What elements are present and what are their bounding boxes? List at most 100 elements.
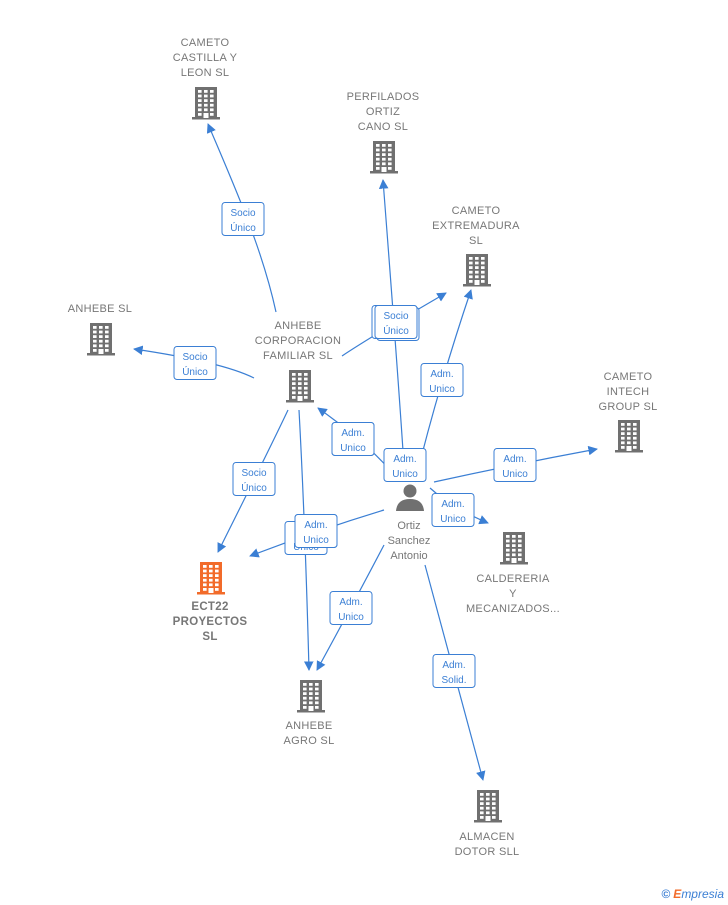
node-label: FAMILIAR SL: [263, 350, 333, 362]
badges-layer: SocioÚnicoSocioÚnicoSocioÚnicoSocioÚnico…: [173, 202, 537, 688]
relation-badge-text: Socio: [383, 311, 408, 322]
node-label: ECT22: [191, 601, 228, 613]
node-label: CALDERERIA: [476, 573, 550, 585]
node-label: CASTILLA Y: [173, 52, 238, 64]
relation-badge-text: Adm.: [430, 369, 453, 380]
relation-badge-box: [329, 591, 373, 625]
brand-name: mpresia: [681, 887, 724, 901]
node-label: GROUP SL: [598, 401, 657, 413]
relation-badge-text: Adm.: [442, 660, 465, 671]
building-icon: [463, 254, 491, 287]
relation-badge-text: Socio: [182, 352, 207, 363]
building-icon: [474, 790, 502, 823]
relation-badge-box: [221, 202, 265, 236]
relation-badge-text: Único: [230, 221, 256, 234]
relation-badge-box: [331, 422, 375, 456]
node-label: DOTOR SLL: [455, 846, 520, 858]
relation-badge-box: [431, 493, 475, 527]
node-cameto-intech[interactable]: CAMETO INTECH GROUP SL: [598, 371, 657, 453]
building-icon: [615, 420, 643, 453]
building-icon: [500, 532, 528, 565]
node-anhebe[interactable]: ANHEBE SL: [68, 303, 132, 356]
node-label: CAMETO: [181, 37, 230, 49]
relation-badge-text: Adm.: [503, 454, 526, 465]
relation-badge-box: [294, 514, 338, 548]
node-label: ANHEBE SL: [68, 303, 132, 315]
node-label: SL: [469, 235, 483, 247]
node-label: Y: [509, 588, 517, 600]
node-label: ANHEBE: [274, 320, 321, 332]
building-icon: [370, 141, 398, 174]
relation-badge-stacked-ortiz-to-anhebe_corp[interactable]: Adm. Unico: [383, 448, 427, 482]
node-label: LEON SL: [181, 67, 230, 79]
node-caldereria[interactable]: CALDERERIA Y MECANIZADOS...: [466, 532, 560, 615]
relation-badge-box: [493, 448, 537, 482]
relation-badge-text: Unico: [303, 535, 329, 546]
relation-badge-text: Único: [182, 365, 208, 378]
node-label: CORPORACION: [255, 335, 341, 347]
relation-badge-box: [420, 363, 464, 397]
relation-badge-ortiz-to-ect22-top[interactable]: Adm.Unico: [294, 514, 338, 548]
building-icon: [87, 323, 115, 356]
building-icon: [197, 562, 225, 595]
relation-badge-text: Único: [241, 481, 267, 494]
relation-badge-ortiz-to-almacen[interactable]: Adm. Solid.: [432, 654, 476, 688]
node-almacen[interactable]: ALMACEN DOTOR SLL: [455, 790, 520, 858]
relation-badge-box: [173, 346, 217, 380]
relation-badge-text: Adm.: [339, 597, 362, 608]
node-label: ANHEBE: [285, 720, 332, 732]
node-label: PROYECTOS: [173, 616, 248, 628]
relation-badge-ortiz-to-cameto_extremadura[interactable]: Adm. Unico: [420, 363, 464, 397]
building-icon: [192, 87, 220, 120]
relation-badge-box: [432, 654, 476, 688]
copyright-symbol: ©: [661, 887, 671, 901]
relation-badge-text: Adm.: [441, 499, 464, 510]
relation-badge-text: Socio: [230, 208, 255, 219]
node-anhebe-corp[interactable]: ANHEBE CORPORACION FAMILIAR SL: [255, 320, 341, 403]
relation-badge-text: Unico: [340, 443, 366, 454]
relation-badge-text: Único: [383, 324, 409, 337]
node-label: CANO SL: [358, 121, 408, 133]
node-label: EXTREMADURA: [432, 220, 520, 232]
node-label: PERFILADOS: [347, 91, 420, 103]
nodes-layer: CAMETO CASTILLA Y LEON SL PERFILADOS ORTIZ CA…: [68, 37, 657, 858]
node-cameto-castilla[interactable]: CAMETO CASTILLA Y LEON SL: [173, 37, 238, 120]
node-label: ORTIZ: [366, 106, 400, 118]
relation-badge-text: Solid.: [441, 675, 466, 686]
relation-badge-ortiz-to-anhebe_corp-top[interactable]: Adm. Unico: [331, 422, 375, 456]
node-label: SL: [202, 631, 217, 643]
relation-badge-box: [383, 448, 427, 482]
relation-badge-text: Adm.: [393, 454, 416, 465]
relation-badge-text: Adm.: [341, 428, 364, 439]
brand-initial: E: [673, 887, 682, 901]
relation-badge-ortiz-to-cameto_intech[interactable]: Adm. Unico: [493, 448, 537, 482]
relation-badge-text: Unico: [440, 514, 466, 525]
node-label: ALMACEN: [459, 831, 514, 843]
relation-badge-ortiz-to-caldereria[interactable]: Adm. Unico: [431, 493, 475, 527]
relation-badge-box: [374, 305, 418, 339]
node-cameto-extremadura[interactable]: CAMETO EXTREMADURA SL: [432, 205, 520, 287]
node-label: Ortiz: [397, 520, 420, 532]
node-label: MECANIZADOS...: [466, 603, 560, 615]
relation-badge-text: Unico: [502, 469, 528, 480]
building-icon: [286, 370, 314, 403]
relation-badge-ortiz-to-anhebe_agro[interactable]: Adm. Unico: [329, 591, 373, 625]
relation-badge-text: Socio: [241, 468, 266, 479]
relation-badge-text: Unico: [429, 384, 455, 395]
node-perfilados[interactable]: PERFILADOS ORTIZ CANO SL: [347, 91, 420, 174]
relation-badge-box: [232, 462, 276, 496]
relation-badge-text: Unico: [338, 612, 364, 623]
building-icon: [297, 680, 325, 713]
node-label: INTECH: [607, 386, 650, 398]
node-label: CAMETO: [452, 205, 501, 217]
relation-badge-text: Unico: [392, 469, 418, 480]
node-label: CAMETO: [604, 371, 653, 383]
